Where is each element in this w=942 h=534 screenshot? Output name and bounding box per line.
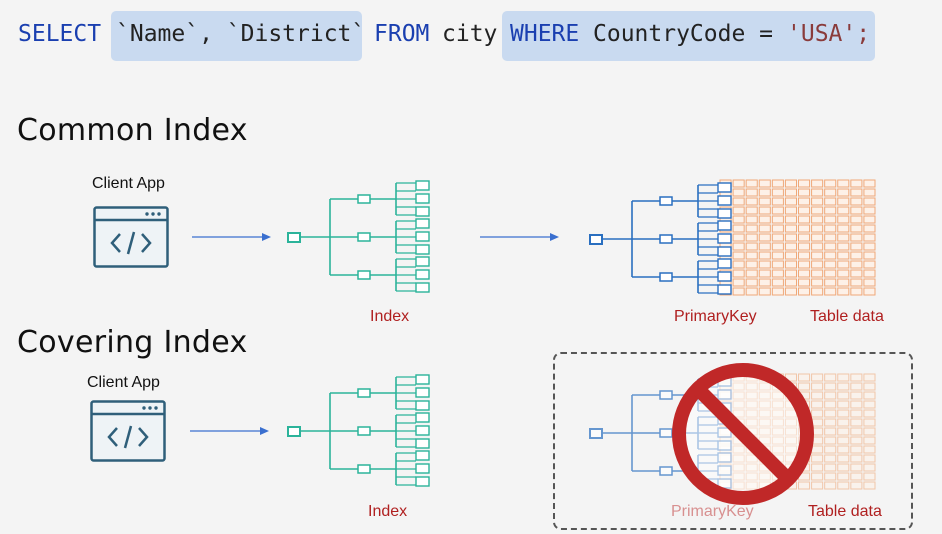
sql-query-bar: SELECT `Name`, `District` FROM city WHER…	[0, 0, 942, 75]
covering-table-data-label: Table data	[808, 503, 882, 520]
common-index-label: Index	[370, 308, 410, 325]
sql-select-keyword: SELECT	[18, 21, 102, 47]
sql-columns: `Name`, `District`	[116, 21, 366, 47]
common-client-app-icon	[93, 206, 169, 268]
covering-client-app-label: Client App	[87, 374, 160, 391]
common-primary-key-label: PrimaryKey	[674, 308, 757, 325]
covering-arrow-to-index	[190, 427, 269, 435]
covering-index-tree	[287, 374, 430, 487]
columns-highlight	[111, 11, 362, 61]
sql-from-keyword: FROM	[374, 21, 430, 47]
sql-condition: CountryCode =	[593, 21, 774, 47]
common-table-data-grid	[719, 179, 876, 296]
common-arrow-to-index	[192, 233, 271, 241]
common-index-tree	[287, 180, 430, 293]
common-index-heading: Common Index	[17, 113, 248, 148]
common-table-data-label: Table data	[810, 308, 884, 325]
covering-index-heading: Covering Index	[17, 325, 248, 360]
common-primary-key-tree	[589, 182, 732, 295]
common-arrow-to-primary-key	[480, 233, 559, 241]
where-clause-highlight	[502, 11, 875, 61]
sql-value: 'USA';	[787, 21, 871, 47]
sql-where-keyword: WHERE	[510, 21, 580, 47]
skipped-lookup-region	[553, 352, 913, 530]
covering-primary-key-label: PrimaryKey	[671, 503, 754, 520]
covering-index-label: Index	[368, 503, 408, 520]
common-client-app-label: Client App	[92, 175, 165, 192]
no-entry-icon	[672, 363, 814, 505]
sql-table-name: city	[442, 21, 498, 47]
covering-client-app-icon	[90, 400, 166, 462]
